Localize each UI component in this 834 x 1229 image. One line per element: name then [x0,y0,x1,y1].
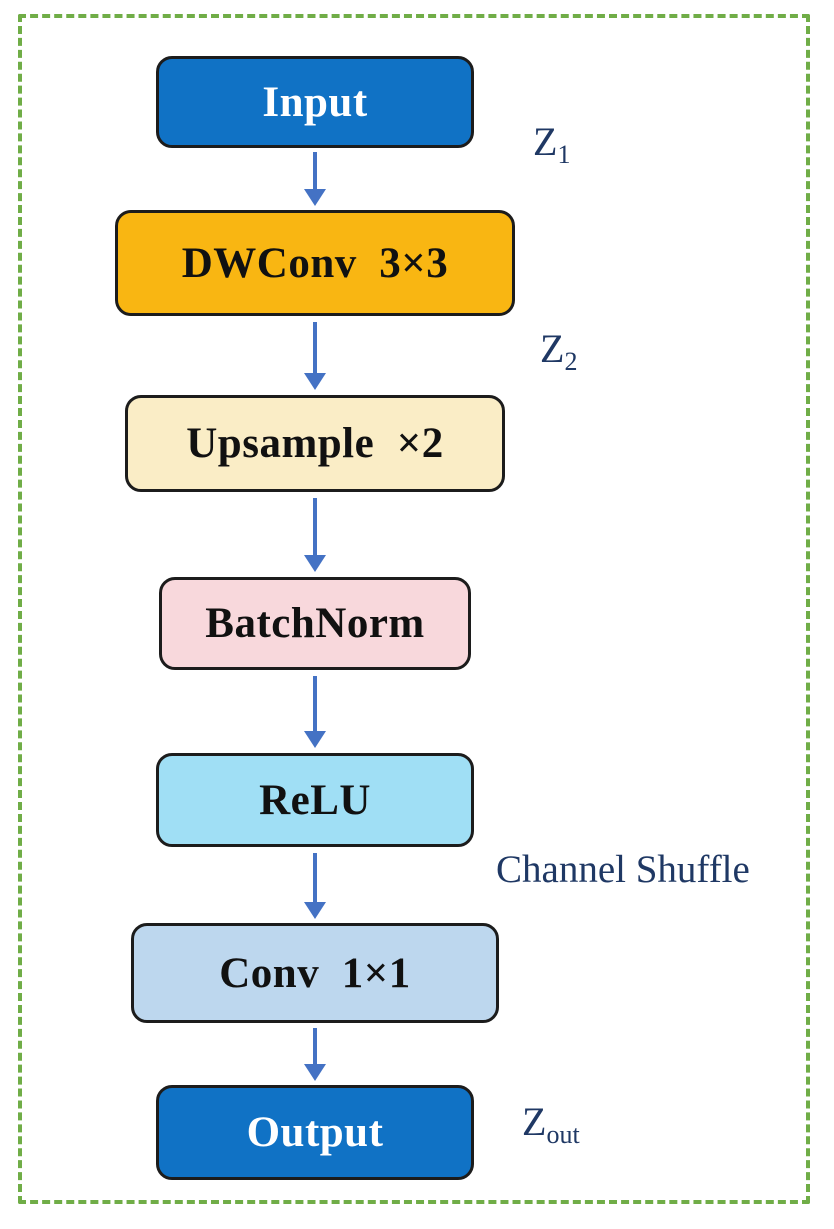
label-z-out-base: Z [522,1099,547,1144]
label-z-out-sub: out [546,1120,580,1149]
label-z1-base: Z [533,119,558,164]
node-dwconv-3x3: DWConv 3×3 [115,210,515,316]
node-relu: ReLU [156,753,474,847]
dashed-border-frame [18,14,810,1204]
label-z1-sub: 1 [557,140,571,169]
flow-arrow [302,322,328,390]
node-conv-1x1: Conv 1×1 [131,923,499,1023]
node-output: Output [156,1085,474,1180]
flow-arrow [302,853,328,919]
label-z2: Z2 [540,325,577,375]
flow-arrow [302,676,328,748]
label-channel-shuffle: Channel Shuffle [496,848,750,891]
label-z2-base: Z [540,326,565,371]
label-z2-sub: 2 [564,347,578,376]
node-relu-label: ReLU [259,776,371,824]
node-batchnorm-label: BatchNorm [205,600,425,647]
label-z-out: Zout [522,1098,580,1148]
node-upsample-label: Upsample ×2 [186,420,444,467]
node-output-label: Output [246,1109,384,1156]
flow-arrow [302,152,328,206]
node-batchnorm: BatchNorm [159,577,471,670]
node-input: Input [156,56,474,148]
flow-arrow [302,498,328,572]
node-dwconv-3x3-label: DWConv 3×3 [181,239,449,287]
node-upsample: Upsample ×2 [125,395,505,492]
label-z1: Z1 [533,118,570,168]
node-input-label: Input [262,78,368,126]
flow-arrow [302,1028,328,1081]
node-conv-1x1-label: Conv 1×1 [219,949,411,997]
